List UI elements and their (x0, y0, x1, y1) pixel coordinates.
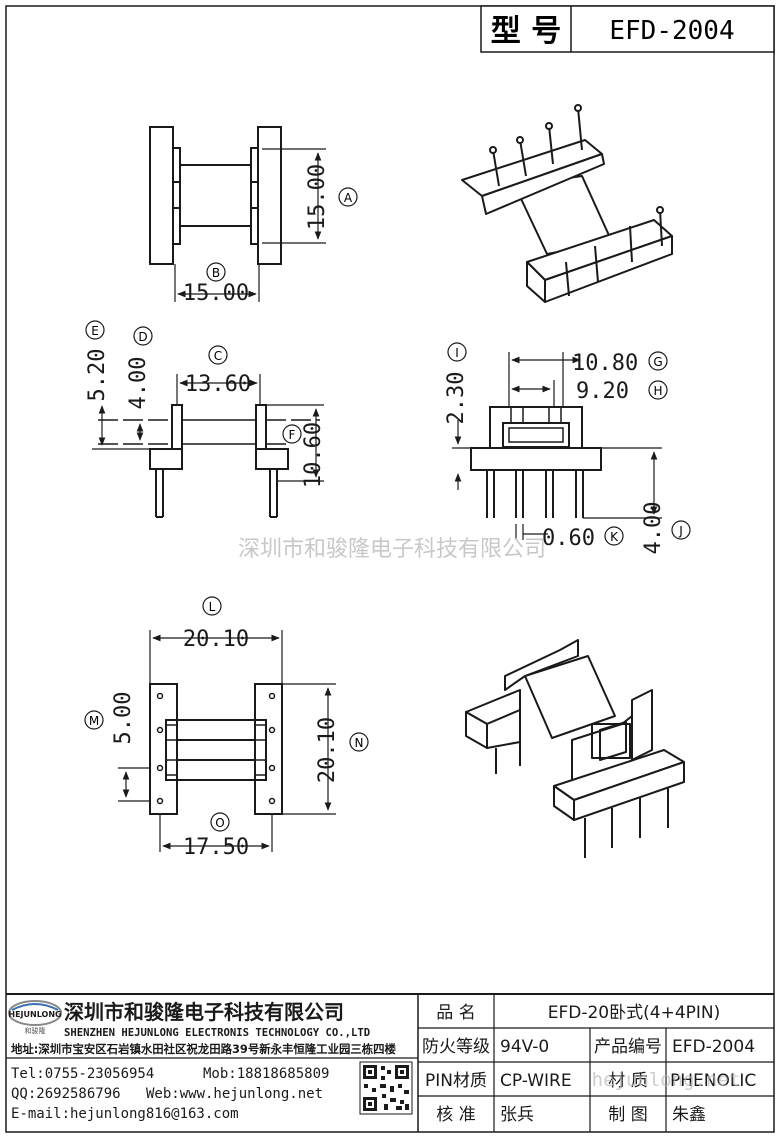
svg-text:F: F (289, 428, 296, 442)
spec-check-value: 张兵 (500, 1105, 534, 1125)
dim-d-badge: D (133, 326, 153, 346)
qr-code (359, 1061, 413, 1115)
model-label: 型 号 (491, 14, 561, 49)
spec-draw-value: 朱鑫 (672, 1105, 706, 1125)
dim-f-value: 10.60 (301, 422, 326, 488)
sheet-border (5, 5, 775, 1133)
dim-e-value: 5.20 (85, 349, 110, 402)
logo-text: HEJUNLONG (8, 1010, 61, 1019)
company-address: 地址:深圳市宝安区石岩镇水田社区祝龙田路39号新永丰恒隆工业园三栋四楼 (11, 1042, 397, 1056)
spec-code-value: EFD-2004 (672, 1037, 755, 1057)
isometric-view-top (461, 104, 673, 303)
company-name-en: SHENZHEN HEJUNLONG ELECTRONIS TECHNOLOGY… (64, 1027, 370, 1039)
spec-pin-label: PIN材质 (425, 1071, 487, 1091)
svg-text:J: J (678, 524, 683, 538)
svg-text:C: C (214, 349, 222, 363)
dim-e-badge: E (85, 320, 105, 340)
spec-material-label: 材 质 (608, 1071, 647, 1091)
watermark-center: 深圳市和骏隆电子科技有限公司 (238, 537, 546, 562)
dim-n-value: 20.10 (315, 717, 340, 783)
dim-i-badge: I (447, 342, 467, 362)
svg-text:D: D (138, 330, 147, 344)
dim-j-value: 4.00 (641, 502, 666, 555)
dim-o-value: 17.50 (183, 835, 249, 860)
company-mob: Mob:18818685809 (203, 1066, 329, 1082)
dim-j-badge: J (671, 520, 691, 540)
spec-name-value: EFD-20卧式(4+4PIN) (548, 1003, 721, 1023)
company-email: E-mail:hejunlong816@163.com (11, 1106, 239, 1122)
spec-fire-label: 防火等级 (422, 1037, 490, 1057)
title-block (6, 993, 774, 1132)
spec-name-label: 品 名 (436, 1003, 475, 1023)
dim-c-value: 13.60 (185, 372, 251, 397)
dim-k-value: 0.60 (542, 526, 595, 551)
svg-text:E: E (91, 324, 99, 338)
model-header: 型 号 EFD-2004 (480, 5, 775, 53)
dim-o-badge: O (210, 812, 230, 832)
dim-h-value: 9.20 (576, 379, 629, 404)
dim-h-badge: H (648, 380, 668, 400)
dim-g-value: 10.80 (572, 351, 638, 376)
svg-text:A: A (344, 191, 353, 205)
dim-a-badge: A (338, 187, 358, 207)
company-tel: Tel:0755-23056954 (11, 1066, 154, 1082)
watermark-corner: hejunlong.net (592, 1069, 741, 1091)
svg-text:I: I (455, 346, 459, 360)
spec-material-value: PHENOLIC (670, 1071, 756, 1091)
svg-text:H: H (653, 384, 662, 398)
spec-check-label: 核 准 (436, 1105, 475, 1125)
dim-b-value: 15.00 (183, 281, 249, 306)
top-view (149, 126, 326, 302)
company-qq: QQ:2692586796 (11, 1086, 121, 1102)
svg-text:B: B (212, 266, 220, 280)
svg-text:K: K (610, 530, 619, 544)
spec-code-label: 产品编号 (594, 1037, 662, 1057)
dim-l-badge: L (202, 596, 222, 616)
dim-f-badge: F (282, 424, 302, 444)
bottom-view (118, 630, 336, 852)
svg-text:G: G (653, 355, 662, 369)
dim-d-value: 4.00 (126, 357, 151, 410)
side-view (452, 352, 662, 540)
spec-pin-value: CP-WIRE (500, 1071, 572, 1091)
dim-i-value: 2.30 (444, 372, 469, 425)
dim-n-badge: N (349, 732, 369, 752)
dim-m-value: 5.00 (111, 692, 136, 745)
company-logo: HEJUNLONG 和骏隆 (8, 1000, 62, 1035)
dim-b-badge: B (206, 262, 226, 282)
company-web: Web:www.hejunlong.net (146, 1086, 323, 1102)
svg-text:M: M (89, 714, 99, 728)
svg-text:N: N (355, 736, 364, 750)
front-view (92, 374, 324, 518)
svg-text:L: L (209, 600, 216, 614)
dim-g-badge: G (648, 351, 668, 371)
spec-draw-label: 制 图 (608, 1105, 647, 1125)
svg-text:O: O (215, 816, 224, 830)
model-value: EFD-2004 (609, 16, 734, 46)
dim-k-badge: K (604, 526, 624, 546)
logo-sub: 和骏隆 (25, 1026, 46, 1035)
dim-c-badge: C (208, 345, 228, 365)
spec-fire-value: 94V-0 (500, 1037, 549, 1057)
dim-l-value: 20.10 (183, 627, 249, 652)
company-name-cn: 深圳市和骏隆电子科技有限公司 (64, 1000, 344, 1024)
dim-m-badge: M (84, 710, 104, 730)
isometric-view-bottom (465, 639, 685, 858)
dim-a-value: 15.00 (305, 164, 330, 230)
